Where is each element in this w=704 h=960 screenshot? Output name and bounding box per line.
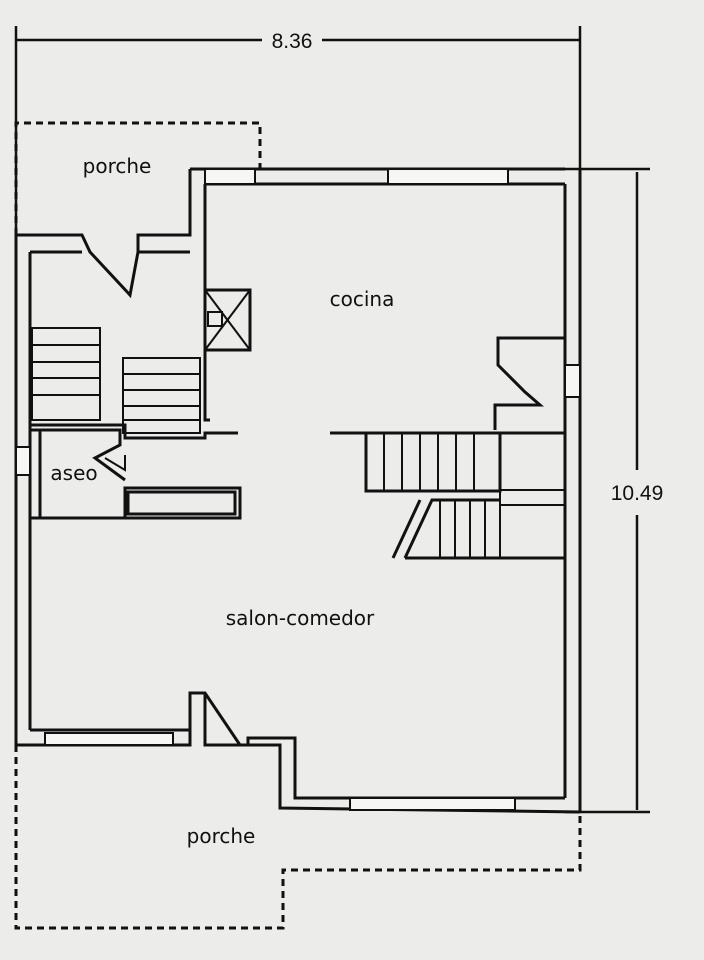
window-left-aseo	[15, 446, 31, 476]
window-top-2	[387, 168, 509, 185]
stairs-left	[31, 327, 201, 434]
height-dimension-label: 10.49	[611, 482, 664, 505]
room-label-cocina: cocina	[330, 287, 395, 311]
window-bottom-right	[349, 797, 516, 811]
kitchen-niche	[493, 336, 565, 430]
room-label-salon-comedor: salon-comedor	[226, 606, 375, 630]
window-bottom-left	[44, 732, 174, 746]
windows	[15, 168, 581, 811]
width-dimension: 8.36	[14, 26, 582, 235]
width-dimension-label: 8.36	[272, 30, 313, 53]
height-dimension: 10.49	[565, 167, 664, 814]
room-label-aseo: aseo	[50, 461, 97, 485]
window-right	[564, 364, 581, 398]
chimney-duct	[203, 288, 252, 352]
porch-top-outline	[14, 121, 262, 235]
window-top-1	[204, 168, 256, 185]
room-label-porche-bottom: porche	[187, 824, 256, 848]
stairs-right	[364, 431, 565, 560]
room-label-porche-top: porche	[83, 154, 152, 178]
